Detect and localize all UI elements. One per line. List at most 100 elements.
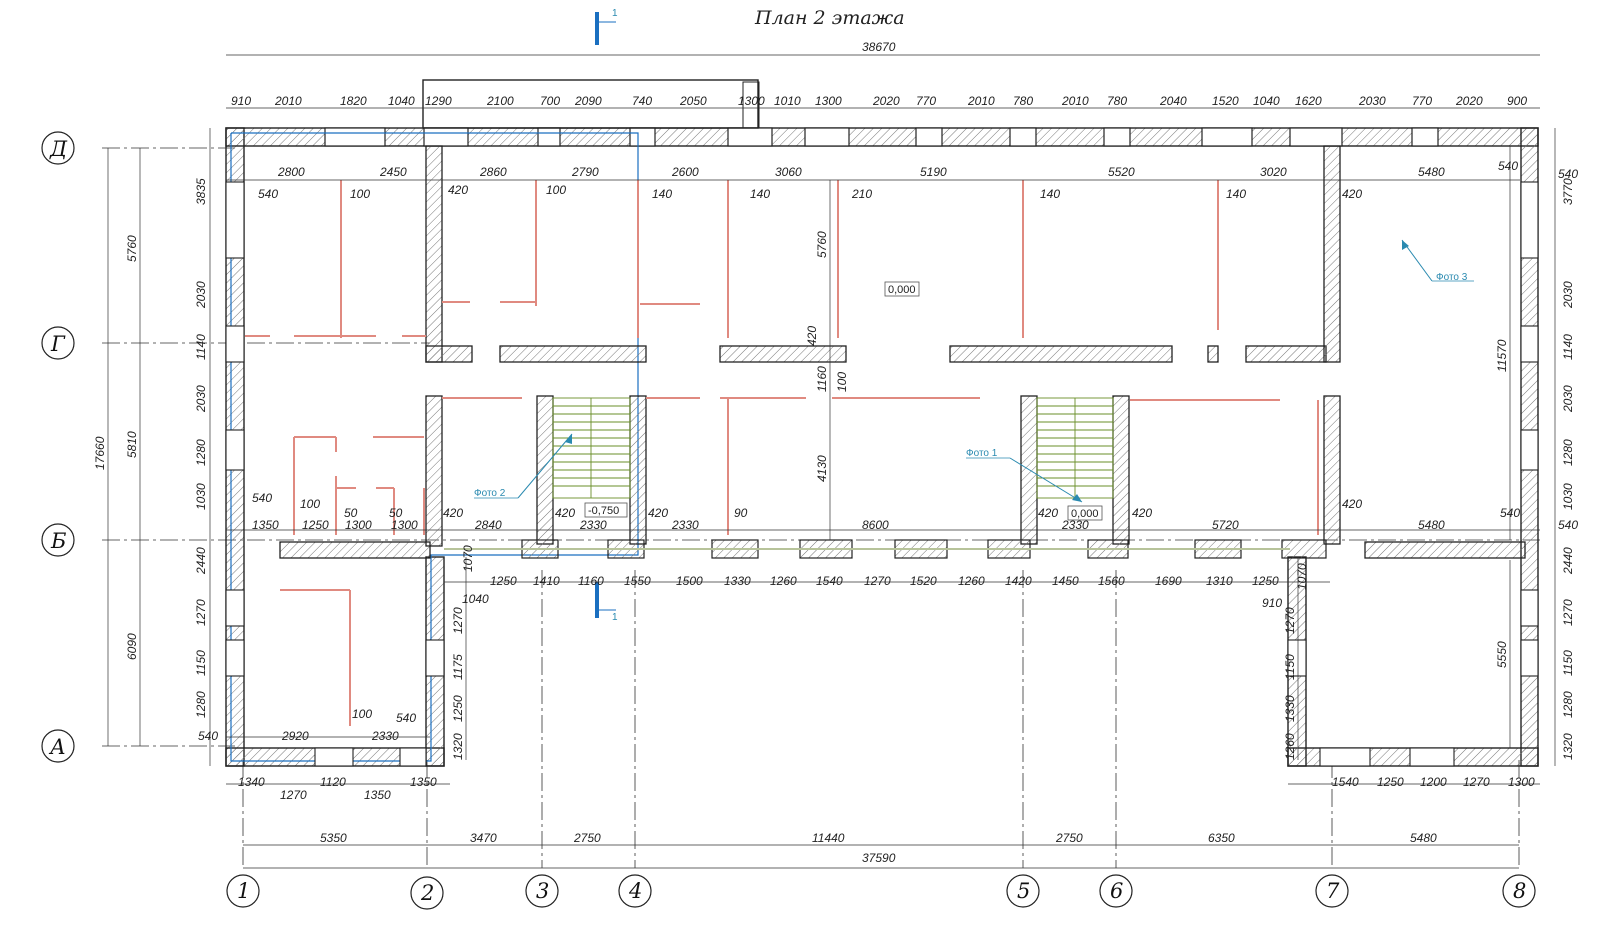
dimension-label: 1270 — [1463, 775, 1490, 789]
dimension-label: 1175 — [451, 654, 465, 680]
dimension-label: 770 — [916, 94, 936, 108]
dimension-lines — [107, 54, 1556, 869]
dimension-label: 2030 — [1561, 281, 1575, 309]
dimension-label: 1120 — [320, 775, 346, 789]
level-mark-main: 0,000 — [888, 284, 916, 296]
dims-right-bottom: 1540 1250 1200 1270 1300 — [1332, 775, 1535, 789]
dims-below-b: 1250 1410 1160 1550 1500 1330 1260 1540 … — [490, 574, 1279, 588]
dimension-label: 900 — [1507, 94, 1527, 108]
dimension-label: 140 — [652, 187, 672, 201]
dim-left-total: 17660 — [93, 436, 107, 470]
dimension-label: 540 — [1500, 506, 1520, 520]
staircase-left — [552, 397, 631, 499]
dimension-label: 1150 — [1561, 650, 1575, 676]
dimension-label: 1160 — [815, 366, 829, 392]
dimension-label: 2330 — [579, 518, 607, 532]
dims-bottom-spans: 5350 3470 2750 11440 2750 6350 5480 — [320, 831, 1437, 845]
dimension-label: 420 — [1342, 187, 1362, 201]
dims-left-sections: 5760 5810 6090 — [125, 235, 139, 660]
dims-right-walls: 3770 2030 1140 2030 1280 1030 2440 1270 … — [1561, 178, 1575, 760]
dimension-label: 540 — [252, 491, 272, 505]
dims-row-b-small: 540 100 50 50 420 420 420 90 420 420 420… — [252, 491, 1578, 532]
dimension-label: 11440 — [812, 831, 845, 845]
dimension-label: 2790 — [571, 165, 599, 179]
dimension-label: 5550 — [1495, 641, 1509, 668]
dim-overall-bottom: 37590 — [862, 851, 896, 865]
dimension-label: 1290 — [425, 94, 452, 108]
dimension-label: 1030 — [1561, 483, 1575, 510]
dimension-label: 420 — [1038, 506, 1058, 520]
dimension-label: 1300 — [391, 518, 418, 532]
level-mark-stair-right: 0,000 — [1071, 508, 1099, 520]
dimension-label: 1070 — [1295, 563, 1309, 590]
dimension-label: 1260 — [770, 574, 797, 588]
dims-left-bottom: 1340 1120 1350 1270 1350 — [238, 775, 437, 802]
axis-col-5: 5 — [1017, 879, 1030, 903]
level-marks: 0,000 -0,750 0,000 — [584, 281, 1103, 521]
dimension-label: 2750 — [573, 831, 601, 845]
axis-col-1: 1 — [237, 879, 250, 903]
dimension-label: 540 — [1558, 518, 1578, 532]
row-axis-markers: Д Г Б А — [41, 131, 75, 763]
dimension-label: 3020 — [1260, 165, 1287, 179]
axis-col-7: 7 — [1326, 879, 1340, 903]
dimension-label: 420 — [555, 506, 575, 520]
axis-col-8: 8 — [1513, 879, 1526, 903]
dimension-label: 420 — [443, 506, 463, 520]
dimension-label: 1520 — [910, 574, 937, 588]
column-axis-markers: 1 2 3 4 5 6 7 8 — [226, 874, 1536, 910]
dimension-label: 2920 — [281, 729, 309, 743]
dimension-label: 100 — [546, 183, 566, 197]
dimension-label: 1250 — [451, 695, 465, 722]
dimension-label: 5720 — [1212, 518, 1239, 532]
dims-top-row: 910 2010 1820 1040 1290 2100 700 2090 74… — [231, 94, 1527, 108]
dimension-label: 5190 — [920, 165, 947, 179]
dimension-label: 50 — [344, 506, 358, 520]
dimension-label: 1560 — [1098, 574, 1125, 588]
dimension-label: 140 — [1040, 187, 1060, 201]
dimension-label: 1250 — [1377, 775, 1404, 789]
axis-row-d: Д — [49, 137, 68, 161]
dimension-label: 1500 — [676, 574, 703, 588]
dimension-label: 2090 — [574, 94, 602, 108]
note-photo-3: Фото 3 — [1436, 272, 1468, 283]
dimension-label: 540 — [1558, 167, 1578, 181]
dimension-label: 1270 — [1283, 607, 1297, 634]
dimension-label: 1250 — [302, 518, 329, 532]
dims-left-wing: 540 2920 2330 100 540 — [198, 707, 416, 743]
dims-misc: 1070 1040 910 1070 — [461, 545, 1309, 610]
dimension-label: 5810 — [125, 431, 139, 458]
dimension-label: 2100 — [486, 94, 514, 108]
dims-partitions-upper: 540 100 420 100 140 140 210 140 140 420 … — [258, 159, 1578, 201]
dimension-label: 2840 — [474, 518, 502, 532]
dimension-label: 420 — [805, 326, 819, 346]
dimension-label: 1300 — [345, 518, 372, 532]
dimension-label: 2330 — [1061, 518, 1089, 532]
dimension-label: 1040 — [462, 592, 489, 606]
dimension-label: 11570 — [1495, 339, 1509, 372]
dimension-label: 100 — [352, 707, 372, 721]
axis-col-3: 3 — [536, 879, 549, 903]
dimension-label: 740 — [632, 94, 652, 108]
axis-col-4: 4 — [628, 879, 642, 903]
dimension-label: 1270 — [1561, 599, 1575, 626]
dimension-label: 1690 — [1155, 574, 1182, 588]
dimension-label: 90 — [734, 506, 748, 520]
axis-row-g: Г — [50, 332, 66, 356]
dimension-label: 1320 — [451, 733, 465, 760]
dimension-label: 1410 — [533, 574, 560, 588]
dims-left-walls: 3835 2030 1140 2030 1280 1030 2440 1270 … — [194, 178, 208, 718]
section-mark-top: 1 — [595, 8, 618, 45]
dimension-label: 1420 — [1005, 574, 1032, 588]
side-wall-windows — [225, 181, 1539, 767]
dimension-label: 1270 — [280, 788, 307, 802]
dimension-label: 1350 — [364, 788, 391, 802]
section-mark-label-top: 1 — [612, 8, 618, 19]
dimension-label: 700 — [540, 94, 560, 108]
photo-notes: Фото 1 Фото 2 Фото 3 — [474, 239, 1474, 503]
axis-row-b: Б — [50, 529, 66, 553]
dimension-label: 1540 — [816, 574, 843, 588]
dimension-label: 3770 — [1561, 178, 1575, 205]
